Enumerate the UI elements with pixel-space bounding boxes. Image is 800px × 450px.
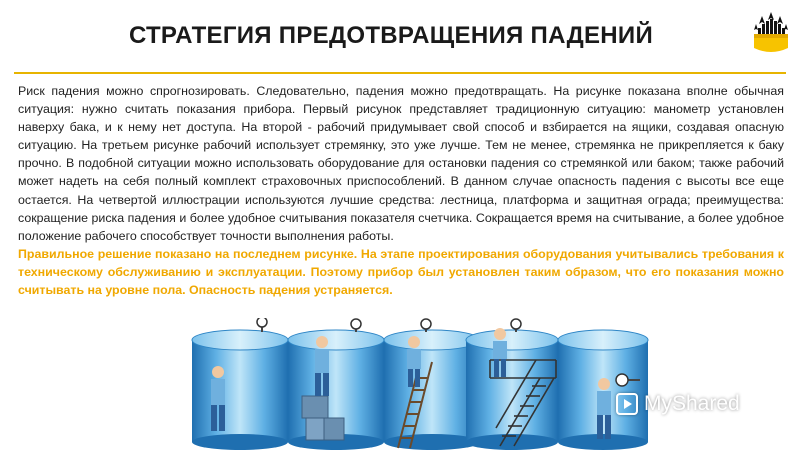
tank-4	[465, 318, 559, 450]
worker-figure	[597, 378, 611, 439]
slide-body: Риск падения можно спрогнозировать. След…	[18, 82, 784, 299]
gauge-icon	[615, 373, 629, 387]
slide-header: СТРАТЕГИЯ ПРЕДОТВРАЩЕНИЯ ПАДЕНИЙ	[0, 0, 800, 72]
body-paragraph: Риск падения можно спрогнозировать. След…	[18, 84, 784, 243]
worker-figure	[493, 328, 507, 377]
accent-rule	[14, 72, 786, 74]
worker-figure	[407, 336, 421, 387]
watermark-text: MyShared	[644, 392, 740, 415]
gauge-icon	[350, 318, 362, 330]
watermark: MyShared	[616, 390, 740, 418]
stacked-boxes	[301, 395, 345, 441]
tank-5	[557, 329, 649, 450]
tank-3	[383, 318, 481, 450]
gauge-icon	[256, 318, 268, 328]
rosneft-logo-icon	[750, 8, 792, 58]
highlight-paragraph: Правильное решение показано на последнем…	[18, 246, 784, 298]
tank-2	[287, 318, 385, 450]
play-icon	[616, 393, 638, 415]
stairs-with-railing	[489, 359, 557, 447]
gauge-icon	[510, 318, 522, 330]
gauge-icon	[420, 318, 432, 330]
tank-illustration	[191, 318, 649, 450]
tank-1	[191, 318, 289, 450]
worker-figure	[211, 366, 225, 431]
slide-title: СТРАТЕГИЯ ПРЕДОТВРАЩЕНИЯ ПАДЕНИЙ	[128, 22, 654, 49]
worker-figure	[315, 336, 329, 396]
